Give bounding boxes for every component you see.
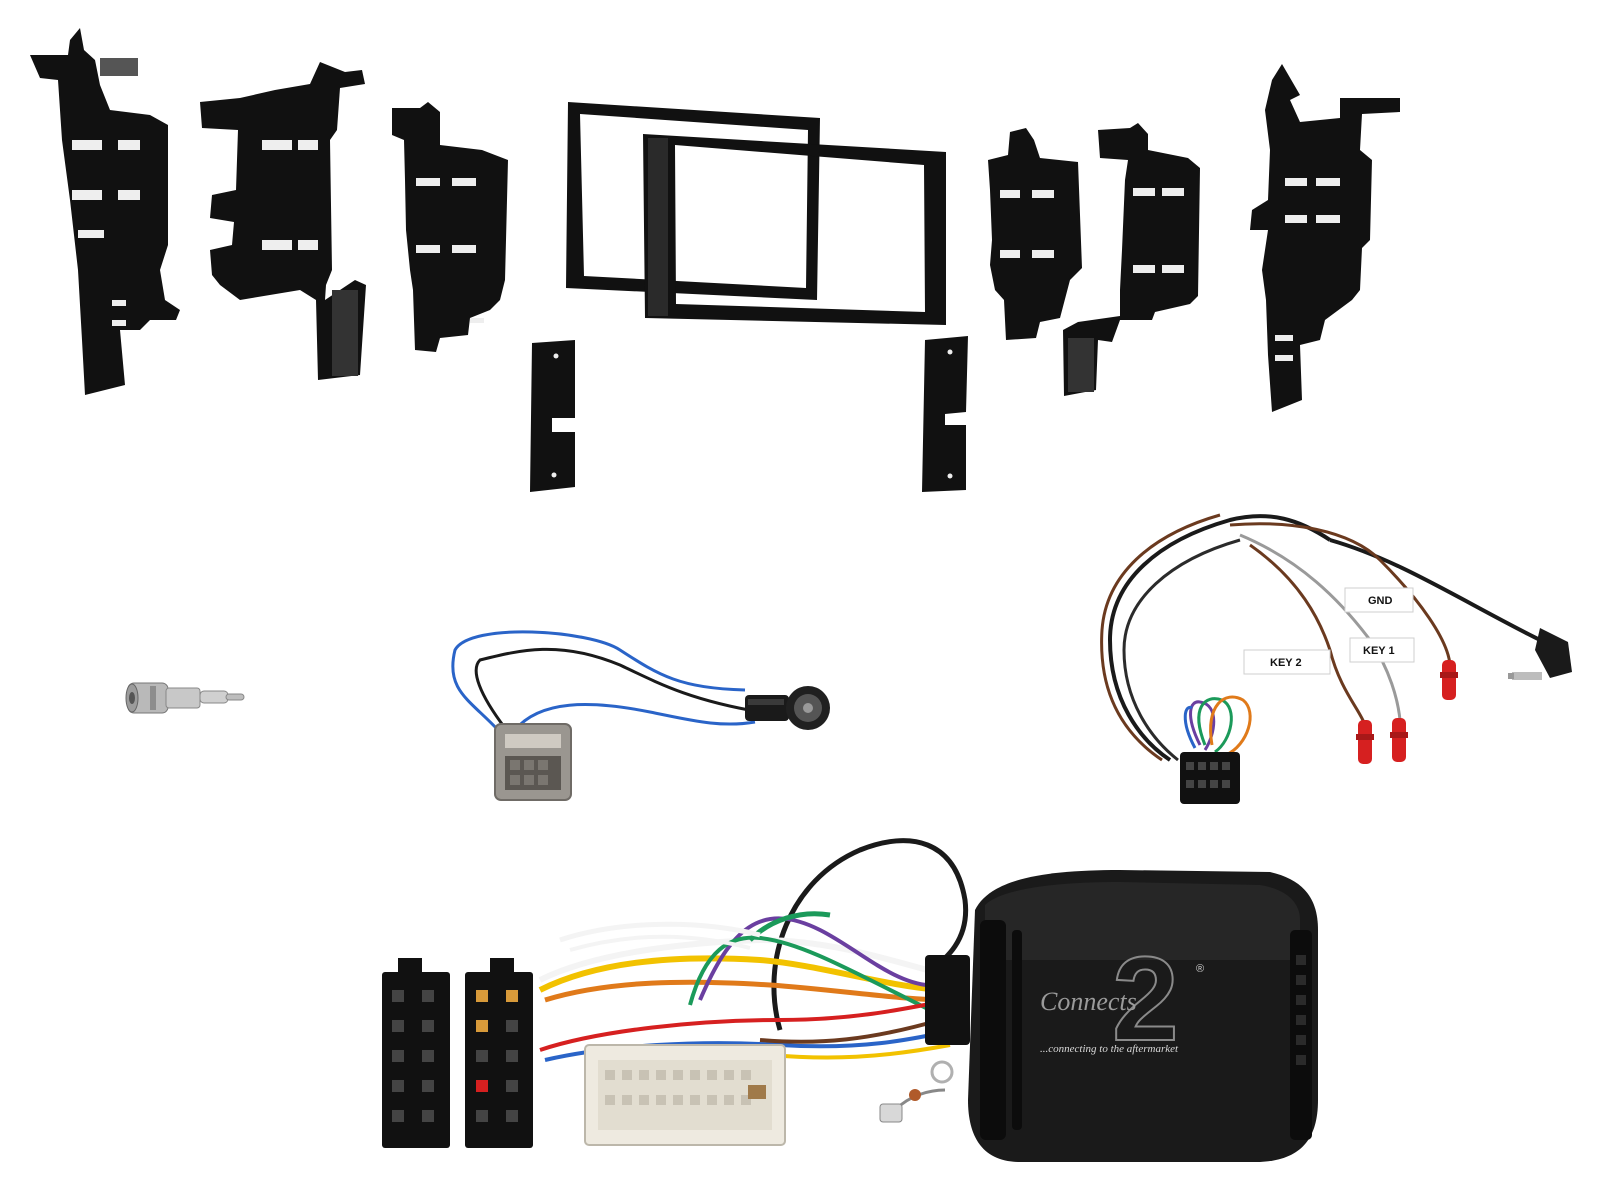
steering-interface-harness: 2 Connects ® ...connecting to the afterm… — [382, 838, 1318, 1162]
double-din-frame-back — [566, 102, 820, 300]
label-key2-text: KEY 2 — [1270, 657, 1302, 669]
fascia-kit — [30, 28, 1400, 492]
small-lead-connector — [879, 1060, 954, 1123]
logo-text: Connects — [1040, 987, 1137, 1016]
vehicle-white-connector — [584, 1044, 786, 1146]
right-side-bracket-tall — [1250, 64, 1400, 412]
connects2-logo: 2 Connects ® ...connecting to the afterm… — [1040, 931, 1204, 1067]
center-right-bracket — [988, 128, 1082, 340]
right-inner-bracket — [1063, 123, 1200, 396]
red-bullet-connector-key2 — [1356, 720, 1374, 764]
logo-tagline: ...connecting to the aftermarket — [1040, 1043, 1179, 1055]
double-din-frame-front — [643, 134, 946, 325]
antenna-adapter-plug — [125, 682, 245, 714]
label-tag-gnd: GND — [1344, 587, 1414, 613]
iso-connector-left — [382, 958, 450, 1148]
stereo-jack-plug — [1508, 628, 1572, 680]
red-bullet-connector-gnd — [1440, 660, 1458, 700]
left-inner-bracket — [200, 62, 366, 380]
label-gnd-text: GND — [1368, 595, 1393, 607]
antenna-grey-connector — [494, 723, 572, 801]
steering-patch-lead: GND KEY 1 KEY 2 — [1100, 513, 1572, 804]
label-key1-text: KEY 1 — [1363, 645, 1395, 657]
interface-box: 2 Connects ® ...connecting to the afterm… — [925, 870, 1318, 1162]
antenna-iso-plug — [745, 686, 830, 730]
registered-mark: ® — [1196, 963, 1204, 975]
center-left-bracket — [392, 102, 508, 352]
label-tag-key2: KEY 2 — [1243, 649, 1331, 675]
spacer-plate-right — [922, 336, 968, 492]
iso-connector-right — [465, 958, 533, 1148]
steering-black-connector — [1180, 752, 1240, 804]
spacer-plate-left — [530, 340, 575, 492]
logo-number: 2 — [1112, 932, 1179, 1066]
left-side-bracket-tall — [30, 28, 180, 395]
label-tag-key1: KEY 1 — [1349, 637, 1415, 663]
antenna-lead — [451, 630, 830, 801]
red-bullet-connector-key1 — [1390, 718, 1408, 762]
